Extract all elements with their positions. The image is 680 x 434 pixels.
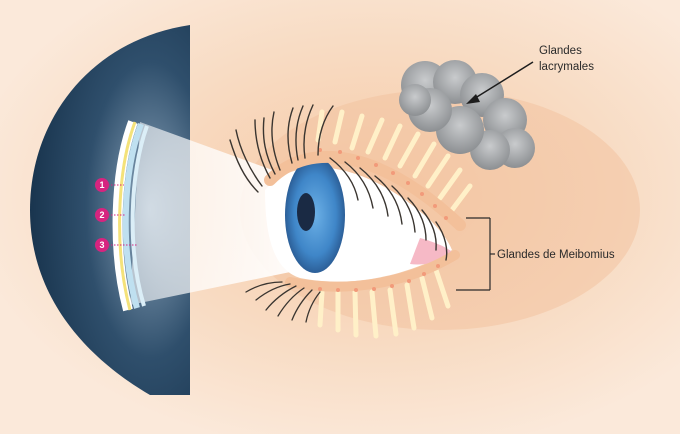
lacrimal-gland bbox=[399, 60, 535, 170]
lower-eyelashes bbox=[245, 281, 321, 323]
meibomian-gland-label: Glandes de Meibomius bbox=[497, 249, 615, 261]
lacrimal-pointer-arrowhead bbox=[466, 94, 480, 104]
upper-eyelid-margin bbox=[264, 150, 466, 231]
upper-eyelashes bbox=[229, 104, 448, 261]
lacrimal-gland-label-line2: lacrymales bbox=[539, 61, 594, 73]
lower-meibomian-glands bbox=[317, 267, 451, 339]
tear-film-marker-3: 3 bbox=[95, 238, 109, 252]
tear-film-marker-2: 2 bbox=[95, 208, 109, 222]
tear-film-cross-section bbox=[112, 120, 149, 312]
iris bbox=[285, 157, 345, 273]
marker-leader-lines bbox=[108, 184, 138, 246]
tear-film-marker-1: 1 bbox=[95, 178, 109, 192]
pupil bbox=[297, 193, 315, 231]
upper-meibomian-glands bbox=[315, 109, 473, 213]
lacrimal-gland-label-line1: Glandes bbox=[539, 45, 582, 57]
lower-eyelid-margin bbox=[285, 250, 460, 292]
meibomian-bracket bbox=[456, 217, 495, 291]
zoom-light-beam bbox=[130, 122, 300, 305]
meibomian-orifices bbox=[318, 148, 448, 292]
lacrimal-pointer-arrow bbox=[471, 61, 534, 101]
zoom-dark-background bbox=[30, 25, 190, 395]
